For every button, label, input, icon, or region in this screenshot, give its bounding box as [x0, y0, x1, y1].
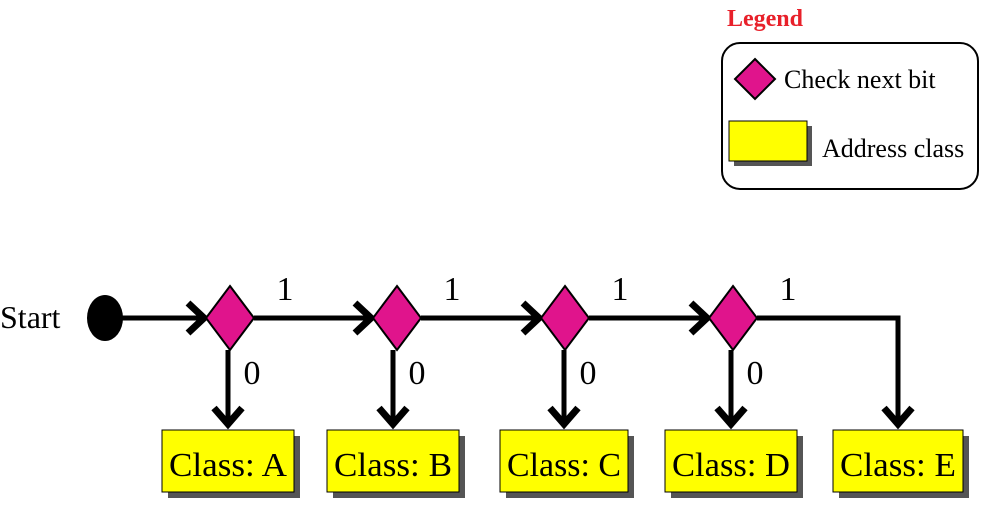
legend-diamond-icon	[733, 57, 777, 101]
decision-3-zero-label: 0	[747, 355, 764, 392]
class-box-label-0: Class: A	[169, 447, 287, 484]
flow-arrow-right-1	[352, 300, 377, 336]
class-box-4	[832, 429, 964, 493]
decision-1-zero-label: 0	[409, 355, 426, 392]
flow-arrow-down-2	[547, 405, 581, 430]
legend: Legend Check next bit Address class	[721, 6, 979, 190]
flow-arrow-right-0	[185, 300, 210, 336]
class-box-1	[326, 429, 460, 493]
decision-0-one-label: 1	[277, 271, 294, 308]
decision-2-one-label: 1	[612, 271, 629, 308]
decision-1-one-label: 1	[444, 271, 461, 308]
decision-diamond-0	[204, 284, 256, 352]
decision-diamond-1	[371, 284, 423, 352]
flow-arrow-down-4	[881, 405, 915, 430]
legend-address-class-label: Address class	[822, 134, 964, 163]
decision-0-zero-label: 0	[244, 355, 261, 392]
flow-arrow-down-1	[376, 405, 410, 430]
decision-diamond-2	[539, 284, 591, 352]
legend-title: Legend	[727, 6, 804, 32]
flow-arrow-down-0	[211, 405, 245, 430]
flow-line-to-class-e	[757, 315, 901, 424]
class-box-label-2: Class: C	[507, 447, 621, 484]
decision-2-zero-label: 0	[580, 355, 597, 392]
legend-rectangle-icon	[728, 120, 808, 162]
class-box-2	[499, 429, 629, 493]
class-box-label-3: Class: D	[672, 447, 790, 484]
decision-diamond-3	[707, 284, 759, 352]
class-box-3	[664, 429, 798, 493]
flow-arrow-down-3	[714, 405, 748, 430]
class-box-label-1: Class: B	[334, 447, 452, 484]
class-box-0	[161, 429, 295, 493]
legend-check-next-bit-label: Check next bit	[784, 65, 936, 94]
decision-3-one-label: 1	[780, 271, 797, 308]
class-box-label-4: Class: E	[840, 447, 956, 484]
flow-arrow-right-3	[688, 300, 713, 336]
start-node	[87, 295, 123, 341]
start-label: Start	[0, 299, 61, 335]
flow-arrow-right-2	[520, 300, 545, 336]
